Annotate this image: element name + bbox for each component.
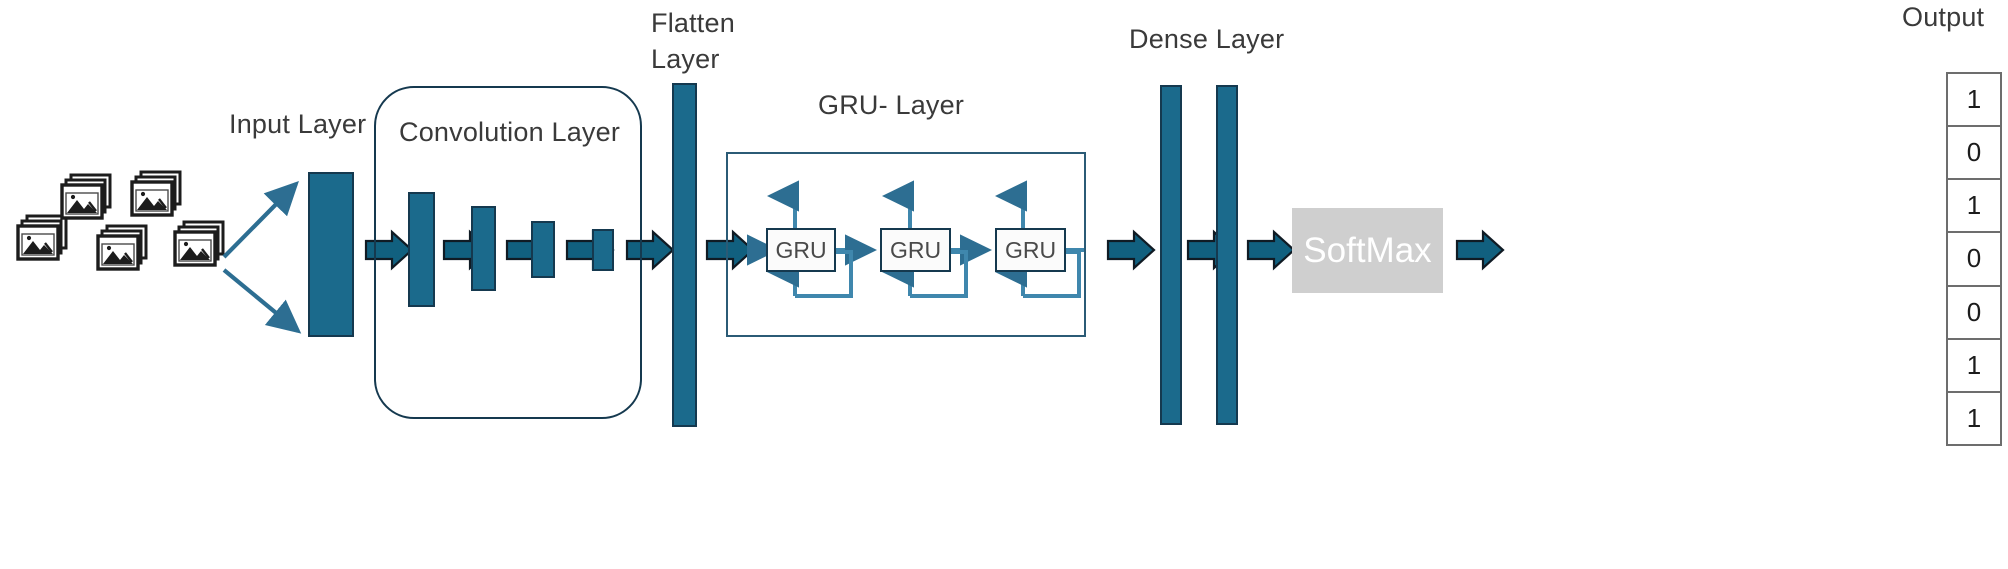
label-output: Output	[1902, 2, 1985, 32]
output-cell: 1	[1948, 180, 2000, 234]
output-cell: 0	[1948, 287, 2000, 340]
input-image-icon-5	[173, 220, 225, 267]
dense-bar-1	[1160, 85, 1182, 425]
input-image-icon-2	[60, 173, 112, 220]
input-image-icon-4	[130, 170, 182, 217]
arrow-dense-to-softmax	[1246, 230, 1296, 270]
softmax-block: SoftMax	[1292, 208, 1443, 293]
conv-bar-3	[531, 221, 555, 278]
gru-cell-1-label: GRU	[775, 236, 827, 263]
label-dense-layer: Dense Layer	[1129, 24, 1285, 54]
output-cell: 0	[1948, 127, 2000, 181]
label-gru-layer: GRU- Layer	[818, 90, 965, 120]
input-arrow-upper	[222, 181, 299, 259]
gru-cell-2: GRU	[880, 228, 951, 272]
dense-bar-2	[1216, 85, 1238, 425]
output-cell: 0	[1948, 233, 2000, 287]
output-cell: 1	[1966, 402, 1982, 433]
gru-cell-2-label: GRU	[889, 236, 942, 263]
output-column: 1 0 1 0 0 1 1	[1946, 72, 2002, 446]
input-layer-bar	[308, 172, 354, 337]
arrow-softmax-to-output	[1455, 230, 1505, 270]
input-image-icon-1	[16, 214, 68, 261]
arrow-gru-to-dense	[1106, 230, 1156, 270]
softmax-label: SoftMax	[1303, 230, 1432, 270]
convolution-layer-group	[374, 86, 642, 419]
label-flatten-layer: Flatten Layer	[651, 8, 735, 74]
gru-cell-3-label: GRU	[1004, 236, 1057, 263]
input-arrow-lower	[222, 268, 302, 334]
gru-cell-3: GRU	[995, 228, 1066, 272]
gru-layer-group	[726, 152, 1086, 337]
conv-bar-2	[471, 206, 496, 291]
output-cell: 1	[1948, 74, 2000, 128]
conv-bar-4	[592, 229, 614, 271]
flatten-layer-bar	[672, 83, 697, 427]
label-input-layer: Input Layer	[229, 109, 367, 139]
conv-bar-1	[408, 192, 435, 307]
input-image-icon-3	[96, 224, 148, 271]
gru-cell-1: GRU	[766, 228, 836, 272]
output-cell: 1	[1948, 340, 2000, 393]
